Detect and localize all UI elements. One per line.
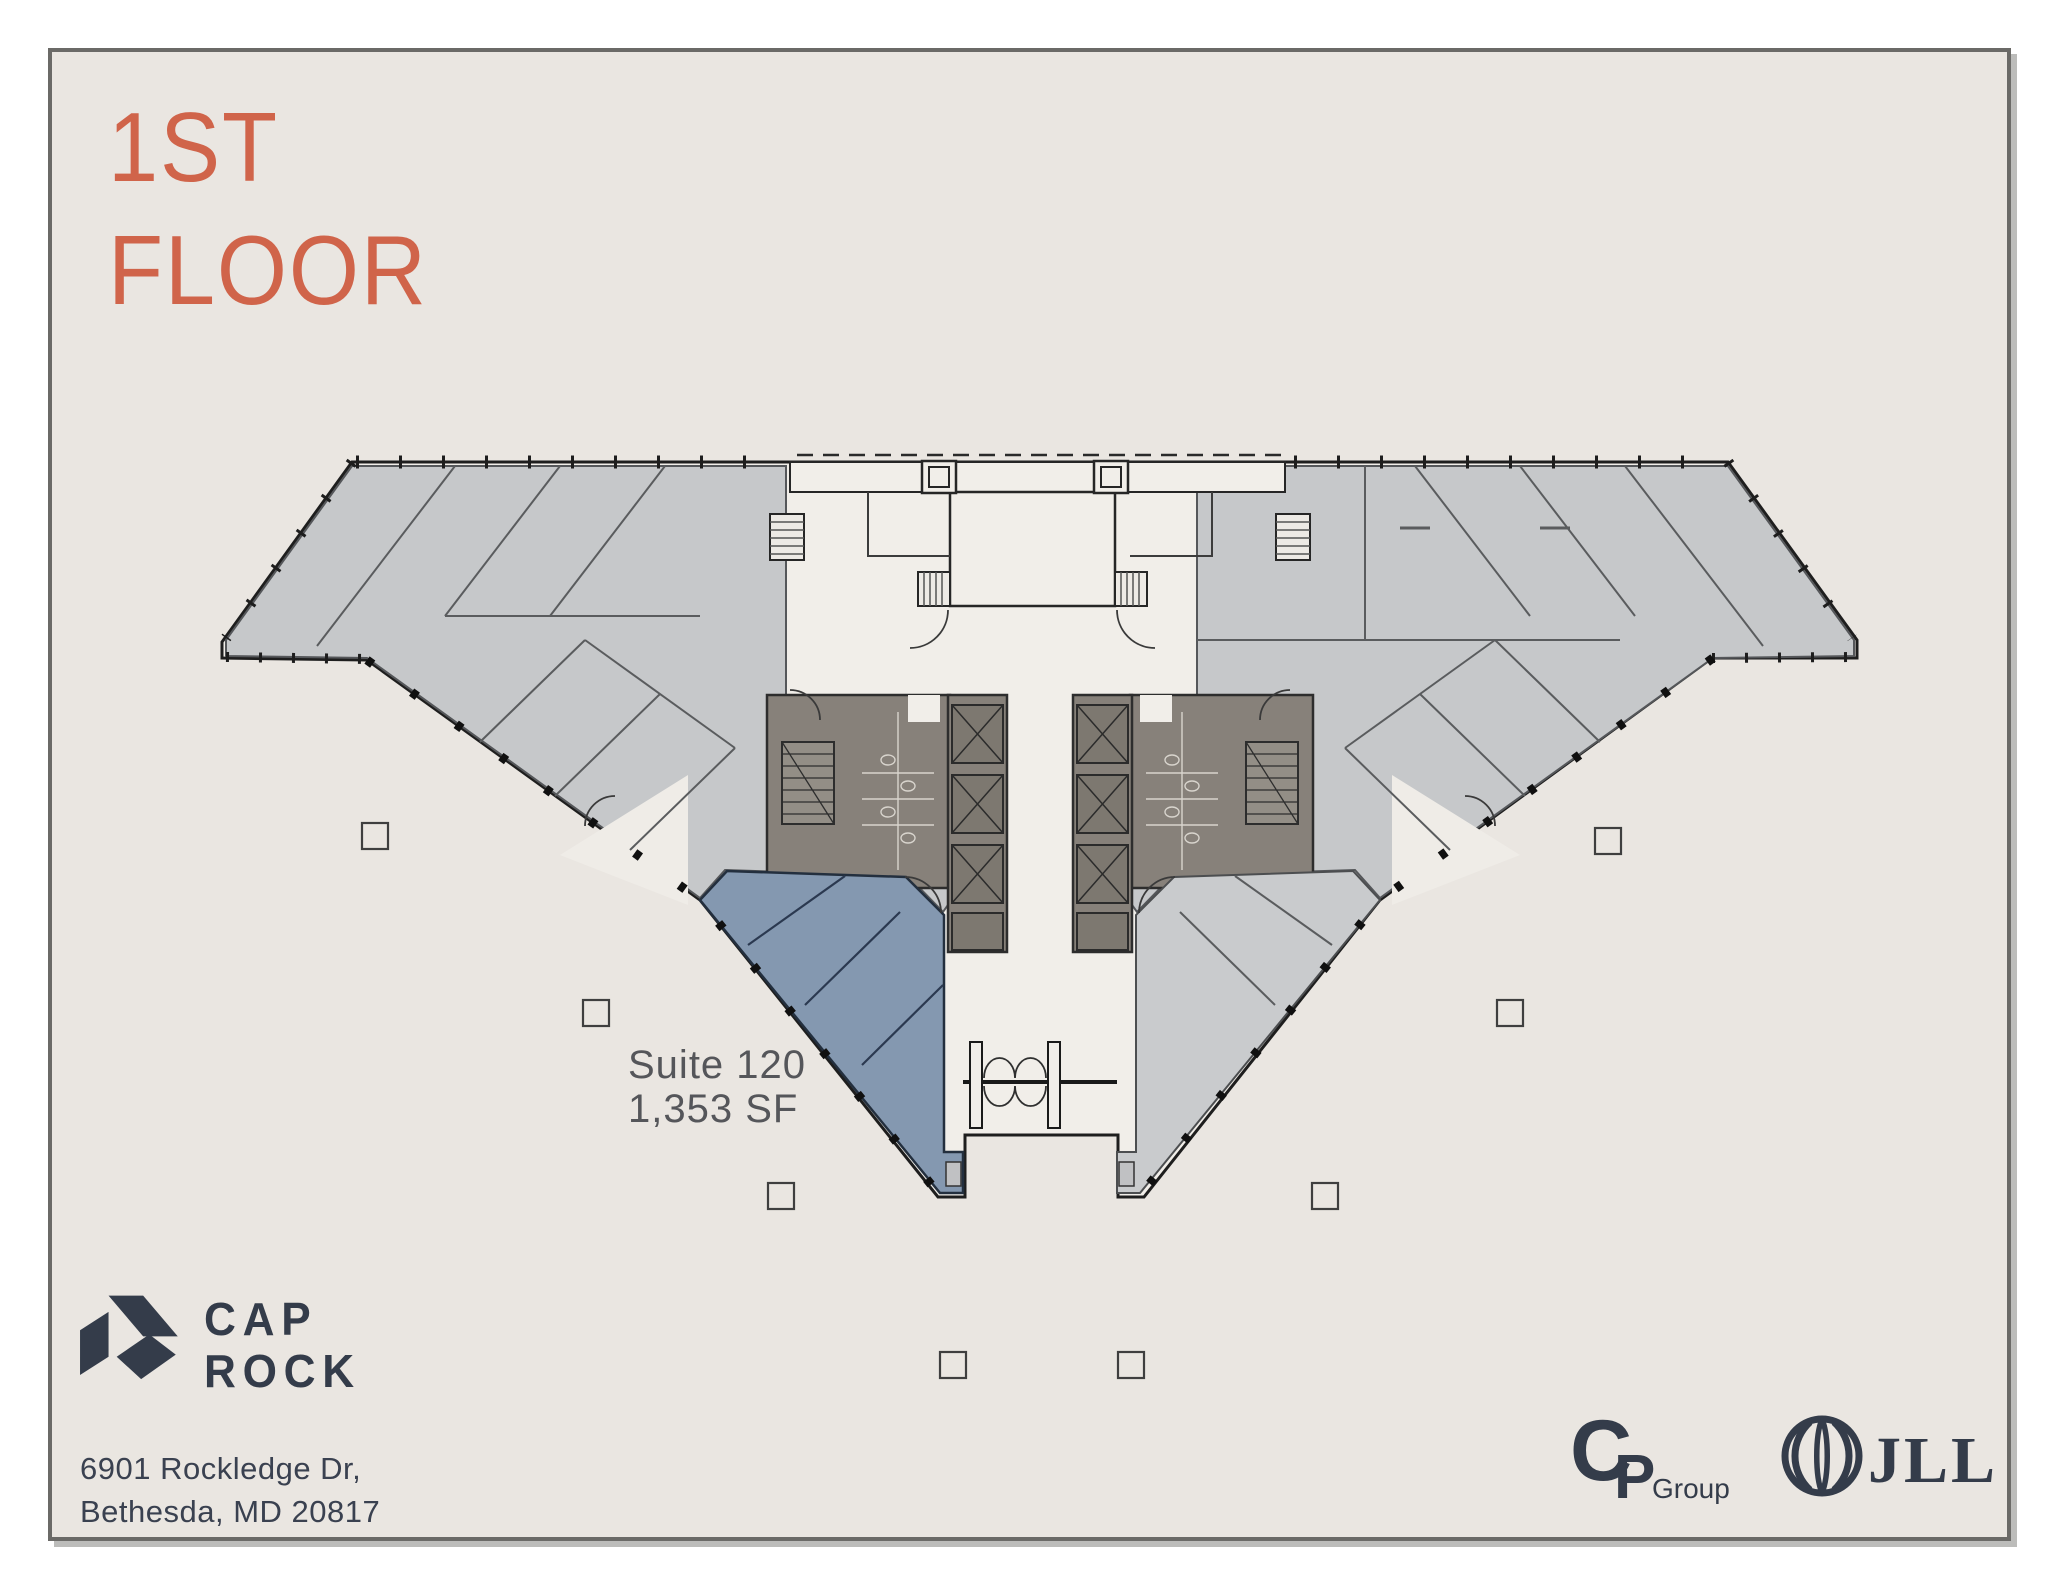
door-arcs [584,609,1496,914]
cp-group-text: Group [1652,1473,1730,1504]
right-suite [1116,869,1382,1194]
elevator-core-left [765,693,1009,954]
restroom-left [862,712,934,870]
right-suite-partitions [1179,875,1333,1006]
title-line2: FLOOR [108,214,428,325]
left-wing-partitions [316,465,736,851]
right-tip-stub [1118,1161,1135,1187]
lobby-top-wall [789,461,1286,493]
jll-logo: JLL [1781,1415,1998,1497]
title-line1: 1ST [108,92,279,202]
lobby-side-walls [867,492,1213,557]
suite-label: Suite 120 1,353 SF [628,1043,806,1131]
suite-120-partitions [747,875,944,1066]
caprock-line1: CAP [204,1293,318,1345]
stairs [769,513,1311,607]
restroom-right [1146,712,1218,870]
storefront-dots [364,654,1716,1196]
lobby-columns [920,459,1130,495]
cp-letter-c: C [1570,1408,1632,1499]
right-wing-partitions [1197,465,1764,851]
caprock-wordmark: CAP ROCK [204,1293,361,1398]
cp-group-logo: C P Group [1570,1408,1730,1508]
elevator-core-right [1071,693,1315,954]
cp-letter-p: P [1614,1443,1655,1508]
column-grid [360,821,1623,1380]
lobby [948,490,1117,608]
right-corridor-wedge [1392,775,1520,905]
suite-label-line2: 1,353 SF [628,1087,798,1131]
elevator-cells-right [1076,704,1129,951]
left-corridor-wedge [560,775,688,905]
caprock-mark-icon [80,1295,178,1380]
window-mullion-ticks [221,455,1857,664]
jll-globe-icon [1781,1415,1863,1497]
left-tip-stub [945,1161,962,1187]
page-title: 1ST FLOOR [108,86,428,331]
caprock-line2: ROCK [204,1344,361,1397]
entry-connector [963,1041,1117,1129]
caprock-logo: CAP ROCK [78,1292,367,1398]
elevator-cells-left [951,704,1004,951]
jll-wordmark: JLL [1868,1424,1998,1497]
property-address: 6901 Rockledge Dr, Bethesda, MD 20817 [80,1448,380,1534]
core-notch [908,695,940,722]
suite-label-line1: Suite 120 [628,1043,806,1087]
address-line1: 6901 Rockledge Dr, [80,1451,362,1486]
suite-120-highlight [698,869,965,1195]
core-notch [1140,695,1172,722]
address-line2: Bethesda, MD 20817 [80,1493,381,1529]
